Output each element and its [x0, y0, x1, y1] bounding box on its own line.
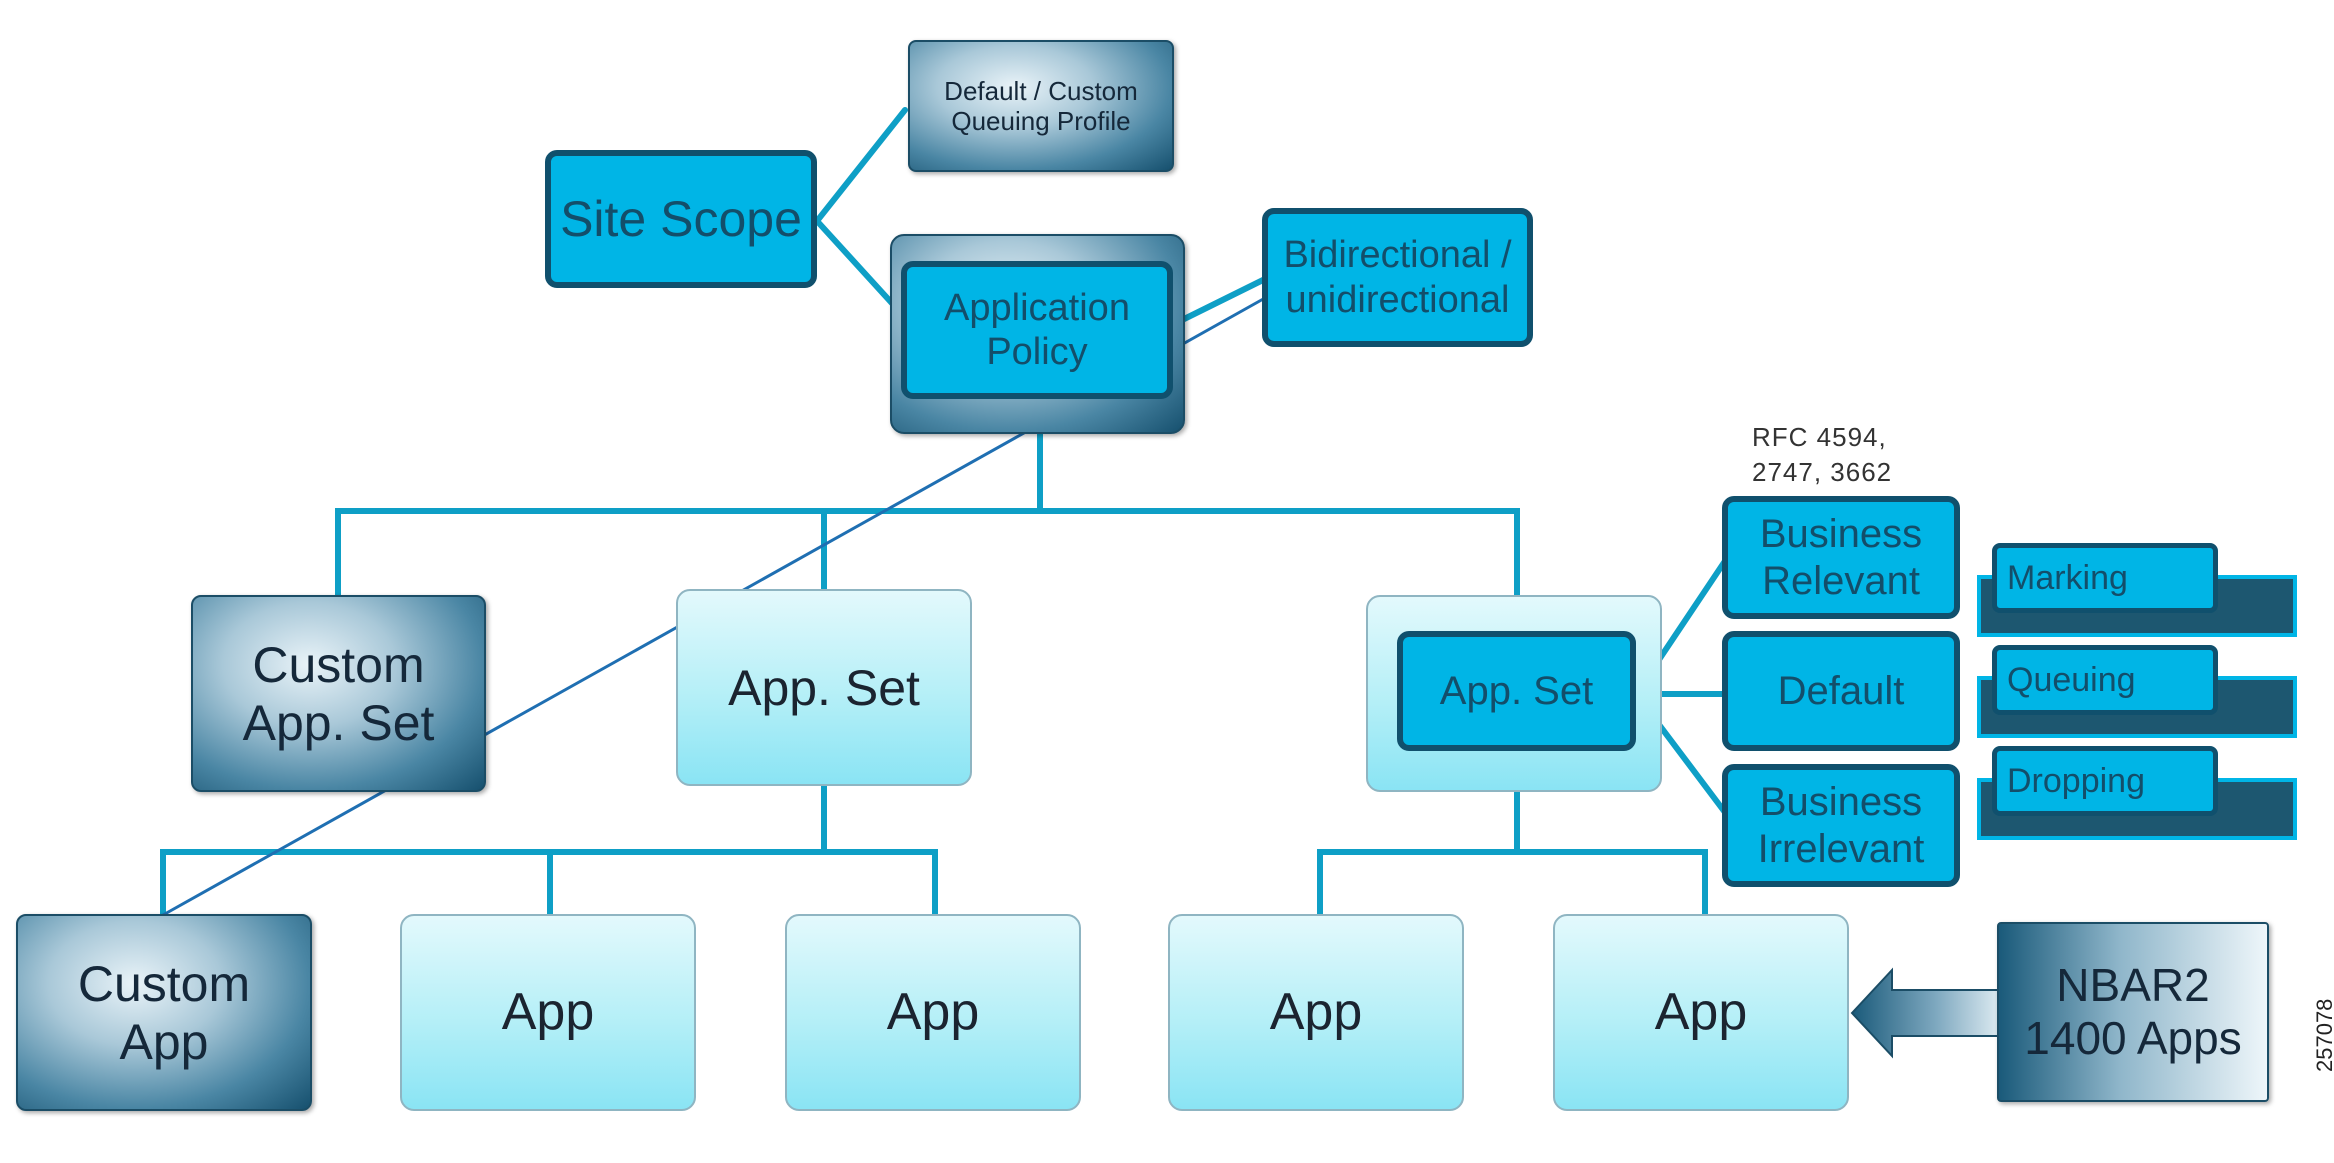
queuing-tag: Queuing	[1992, 645, 2218, 715]
queuing-profile-box: Default / Custom Queuing Profile	[908, 40, 1174, 172]
line-tier-bus	[335, 508, 1520, 599]
app-box: App	[1553, 914, 1849, 1111]
dropping-tag: Dropping	[1992, 746, 2218, 816]
line-site-to-policy	[814, 218, 903, 315]
figure-id: 257078	[2312, 998, 2334, 1072]
business-irrelevant-label: Business Irrelevant	[1757, 780, 1925, 871]
app-set-right-box: App. Set	[1397, 631, 1636, 751]
nbar2-arrow	[1850, 967, 2007, 1059]
nbar2-box: NBAR2 1400 Apps	[1997, 922, 2269, 1102]
direction-label: Bidirectional / unidirectional	[1283, 234, 1512, 321]
site-scope-label: Site Scope	[560, 191, 802, 247]
business-relevant-label: Business Relevant	[1759, 512, 1923, 603]
custom-app-set-label: Custom App. Set	[242, 636, 435, 751]
app-set-label: App. Set	[728, 659, 920, 716]
rfc-note: RFC 4594, 2747, 3662	[1752, 422, 1893, 488]
app-box: App	[400, 914, 696, 1111]
dropping-label: Dropping	[2007, 761, 2145, 800]
app-set-right-label: App. Set	[1439, 668, 1594, 713]
default-box: Default	[1722, 631, 1960, 751]
business-relevant-box: Business Relevant	[1722, 496, 1960, 619]
app-box: App	[785, 914, 1081, 1111]
line-policy-to-direction	[1169, 276, 1268, 328]
app-box: App	[1168, 914, 1464, 1111]
marking-tag: Marking	[1992, 543, 2218, 613]
default-label: Default	[1777, 668, 1905, 713]
app-label: App	[1654, 983, 1748, 1042]
app-label: App	[501, 983, 595, 1042]
site-scope-box: Site Scope	[545, 150, 817, 288]
custom-app-label: Custom App	[77, 955, 251, 1070]
nbar2-label: NBAR2 1400 Apps	[2024, 958, 2242, 1064]
queuing-profile-label: Default / Custom Queuing Profile	[944, 75, 1138, 136]
line-site-to-queuing	[814, 107, 908, 224]
custom-app-set-box: Custom App. Set	[191, 595, 486, 792]
direction-box: Bidirectional / unidirectional	[1262, 208, 1533, 347]
app-label: App	[886, 983, 980, 1042]
application-policy-box: Application Policy	[901, 261, 1173, 399]
app-label: App	[1269, 983, 1363, 1042]
app-set-box: App. Set	[676, 589, 972, 786]
marking-label: Marking	[2007, 558, 2128, 597]
line-right-app-bus	[1317, 849, 1708, 918]
application-policy-label: Application Policy	[944, 286, 1130, 373]
queuing-label: Queuing	[2007, 660, 2136, 699]
custom-app-box: Custom App	[16, 914, 312, 1111]
business-irrelevant-box: Business Irrelevant	[1722, 764, 1960, 887]
